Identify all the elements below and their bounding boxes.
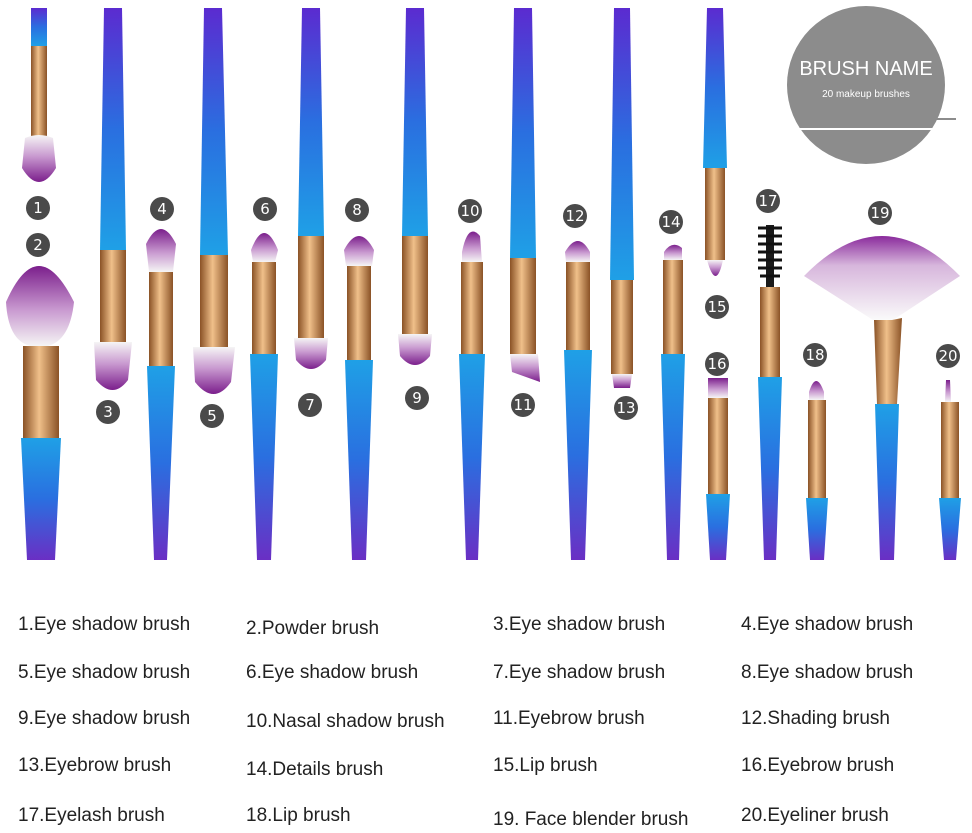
brush-3-graphic [94, 8, 132, 390]
number-marker-12: 12 [563, 204, 587, 228]
brush-7-graphic [294, 8, 328, 369]
legend-item-10: 10.Nasal shadow brush [246, 711, 445, 732]
brush-legend: 1.Eye shadow brush 2.Powder brush 3.Eye … [0, 600, 972, 833]
number-marker-17: 17 [756, 189, 780, 213]
legend-item-15: 15.Lip brush [493, 755, 598, 776]
number-marker-1: 1 [26, 196, 50, 220]
brush-8-graphic [344, 236, 374, 560]
number-marker-7: 7 [298, 393, 322, 417]
legend-item-16: 16.Eyebrow brush [741, 755, 895, 776]
number-marker-16: 16 [705, 352, 729, 376]
number-marker-label: 1 [33, 199, 43, 217]
number-marker-label: 19 [870, 204, 889, 222]
legend-item-18: 18.Lip brush [246, 805, 351, 826]
brush-name-badge: BRUSH NAME 20 makeup brushes [775, 6, 956, 164]
brush-6-graphic [250, 233, 278, 560]
number-marker-label: 4 [157, 200, 167, 218]
number-marker-label: 12 [565, 207, 584, 225]
number-marker-label: 17 [758, 192, 777, 210]
legend-item-1: 1.Eye shadow brush [18, 614, 191, 635]
number-marker-label: 13 [616, 399, 635, 417]
number-marker-label: 7 [305, 396, 315, 414]
number-marker-13: 13 [614, 396, 638, 420]
legend-item-19: 19. Face blender brush [493, 809, 689, 830]
number-marker-19: 19 [868, 201, 892, 225]
brush-14-graphic [661, 244, 685, 560]
brush-15-graphic [703, 8, 727, 276]
brush-18-graphic [806, 381, 828, 560]
legend-item-9: 9.Eye shadow brush [18, 708, 191, 729]
brush-12-graphic [564, 241, 592, 560]
number-marker-14: 14 [659, 210, 683, 234]
legend-item-20: 20.Eyeliner brush [741, 805, 889, 826]
brush-2-graphic [6, 266, 74, 560]
number-marker-10: 10 [458, 199, 482, 223]
number-marker-label: 15 [707, 298, 726, 316]
number-marker-label: 16 [707, 355, 726, 373]
number-marker-2: 2 [26, 233, 50, 257]
legend-item-13: 13.Eyebrow brush [18, 755, 172, 776]
brush-9-graphic [398, 8, 432, 365]
number-marker-label: 6 [260, 200, 270, 218]
number-marker-5: 5 [200, 404, 224, 428]
brush-1-graphic [22, 8, 56, 182]
number-marker-4: 4 [150, 197, 174, 221]
number-marker-label: 10 [460, 202, 479, 220]
brush-16-graphic [706, 378, 730, 560]
number-marker-11: 11 [511, 393, 535, 417]
brush-set-illustration: 1 2 3 4 5 6 7 8 9 10 11 12 13 14 15 16 1… [6, 6, 961, 560]
legend-item-8: 8.Eye shadow brush [741, 662, 914, 683]
number-marker-label: 18 [805, 346, 824, 364]
badge-subtitle: 20 makeup brushes [822, 89, 910, 100]
number-marker-label: 9 [412, 389, 422, 407]
brush-10-graphic [459, 231, 485, 560]
number-marker-label: 3 [103, 403, 113, 421]
legend-item-7: 7.Eye shadow brush [493, 662, 666, 683]
legend-item-3: 3.Eye shadow brush [493, 614, 666, 635]
brush-4-graphic [146, 229, 176, 560]
legend-item-12: 12.Shading brush [741, 708, 890, 729]
legend-item-5: 5.Eye shadow brush [18, 662, 191, 683]
brush-20-graphic [939, 380, 961, 560]
number-marker-label: 5 [207, 407, 217, 425]
number-marker-label: 14 [661, 213, 680, 231]
number-marker-6: 6 [253, 197, 277, 221]
number-marker-8: 8 [345, 198, 369, 222]
badge-title: BRUSH NAME [799, 58, 932, 80]
legend-item-14: 14.Details brush [246, 759, 384, 780]
brush-5-graphic [193, 8, 235, 394]
brush-19-graphic [804, 236, 960, 560]
number-marker-20: 20 [936, 344, 960, 368]
legend-item-2: 2.Powder brush [246, 618, 380, 639]
brush-13-graphic [610, 8, 634, 388]
legend-item-4: 4.Eye shadow brush [741, 614, 914, 635]
number-marker-9: 9 [405, 386, 429, 410]
number-marker-18: 18 [803, 343, 827, 367]
number-marker-label: 2 [33, 236, 43, 254]
number-marker-label: 8 [352, 201, 362, 219]
number-marker-3: 3 [96, 400, 120, 424]
brush-17-graphic [758, 225, 782, 560]
legend-item-6: 6.Eye shadow brush [246, 662, 419, 683]
number-marker-label: 11 [513, 396, 532, 414]
number-marker-15: 15 [705, 295, 729, 319]
legend-item-11: 11.Eyebrow brush [493, 708, 645, 729]
brush-11-graphic [510, 8, 540, 382]
legend-item-17: 17.Eyelash brush [18, 805, 165, 826]
number-marker-label: 20 [938, 347, 957, 365]
